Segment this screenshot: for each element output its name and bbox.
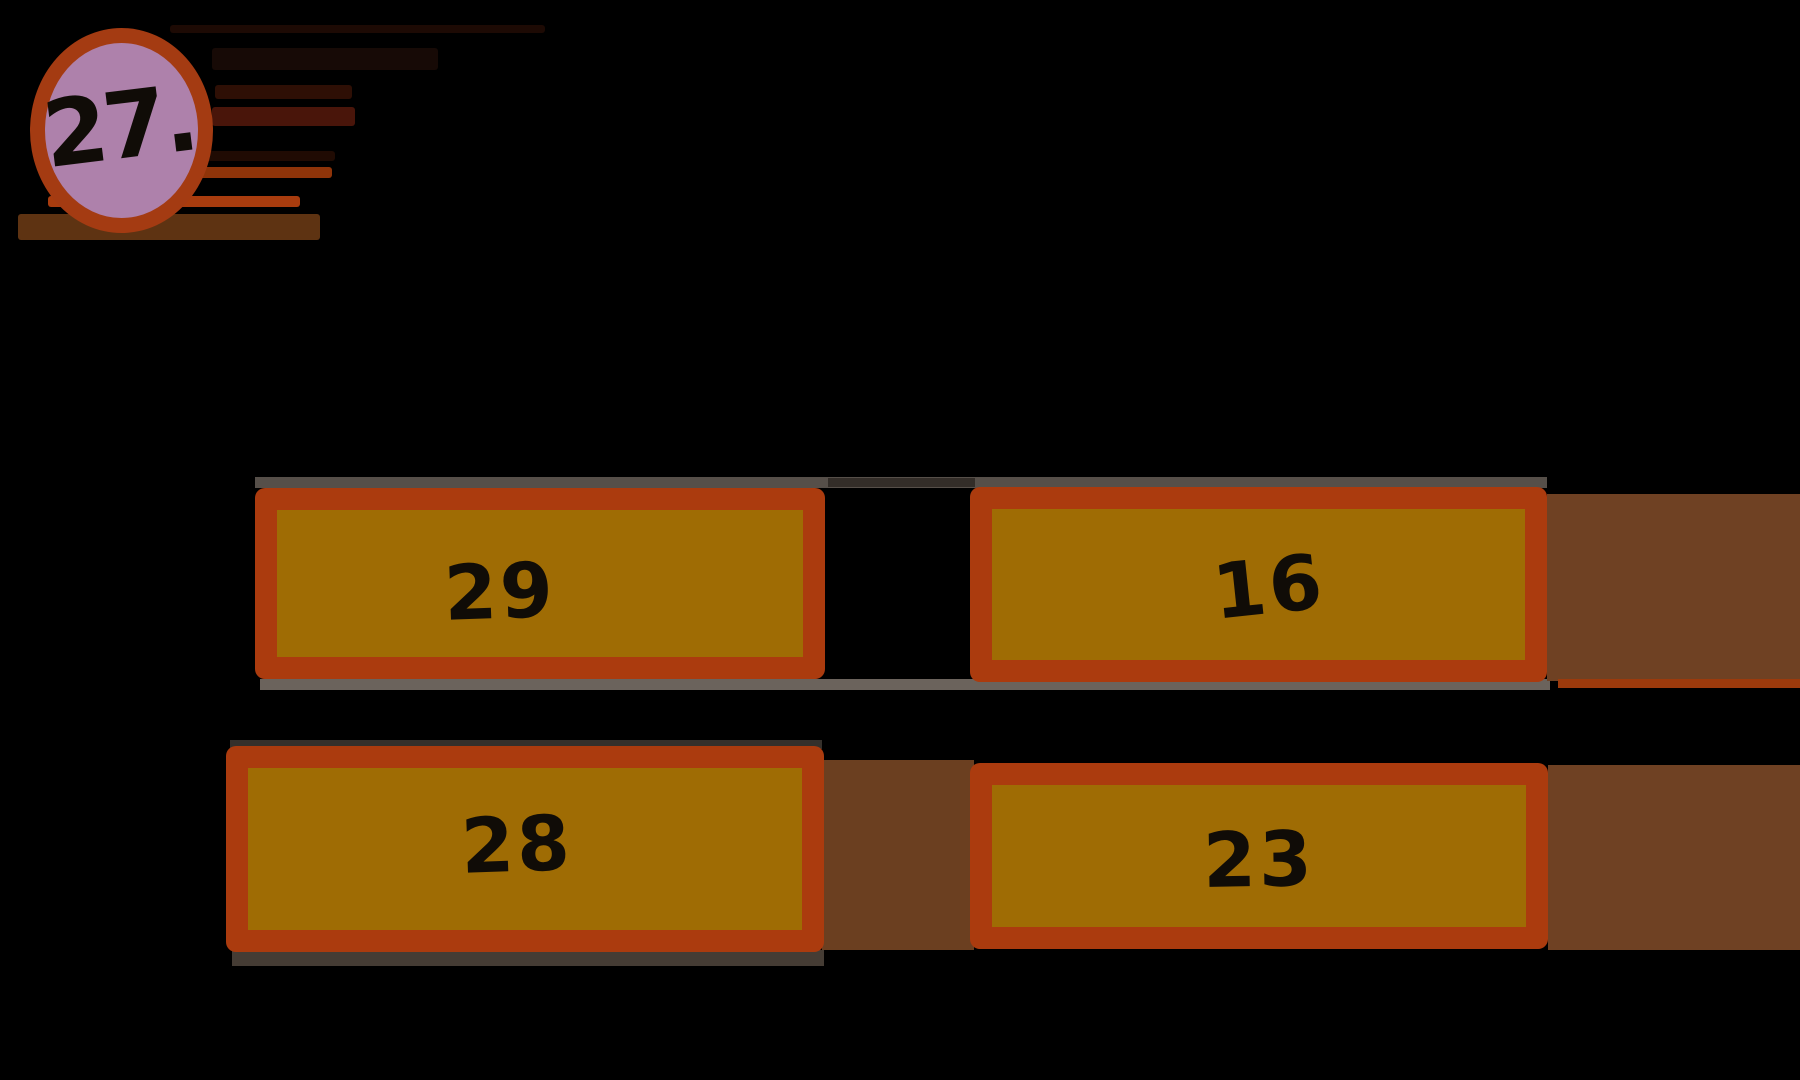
answer-label: 16 [1208,535,1329,637]
motion-blur-trail [1547,494,1800,681]
tile-edge-smear [230,740,822,749]
answer-option-4[interactable]: 23 [970,763,1548,949]
answer-option-3[interactable]: 28 [226,746,824,952]
motion-blur-streak [18,214,320,240]
question-number-badge: 27. [30,28,213,233]
tile-edge-smear [260,679,1550,690]
question-number-label: 27. [37,64,201,190]
motion-blur-streak [198,167,332,178]
motion-blur-streak [212,48,438,70]
tile-edge-smear [828,478,975,487]
motion-blur-streak [215,85,352,99]
answer-label: 28 [459,798,575,891]
motion-blur-trail [1558,679,1800,688]
motion-blur-streak [170,25,545,33]
motion-blur-trail [1548,765,1800,950]
answer-option-2[interactable]: 16 [970,487,1547,682]
answer-label: 29 [442,544,558,638]
answer-option-1[interactable]: 29 [255,488,825,679]
motion-blur-streak [212,107,355,126]
tile-edge-smear [232,950,824,966]
motion-blur-streak [205,151,335,161]
motion-blur-trail [822,760,974,950]
answer-label: 23 [1202,814,1316,905]
